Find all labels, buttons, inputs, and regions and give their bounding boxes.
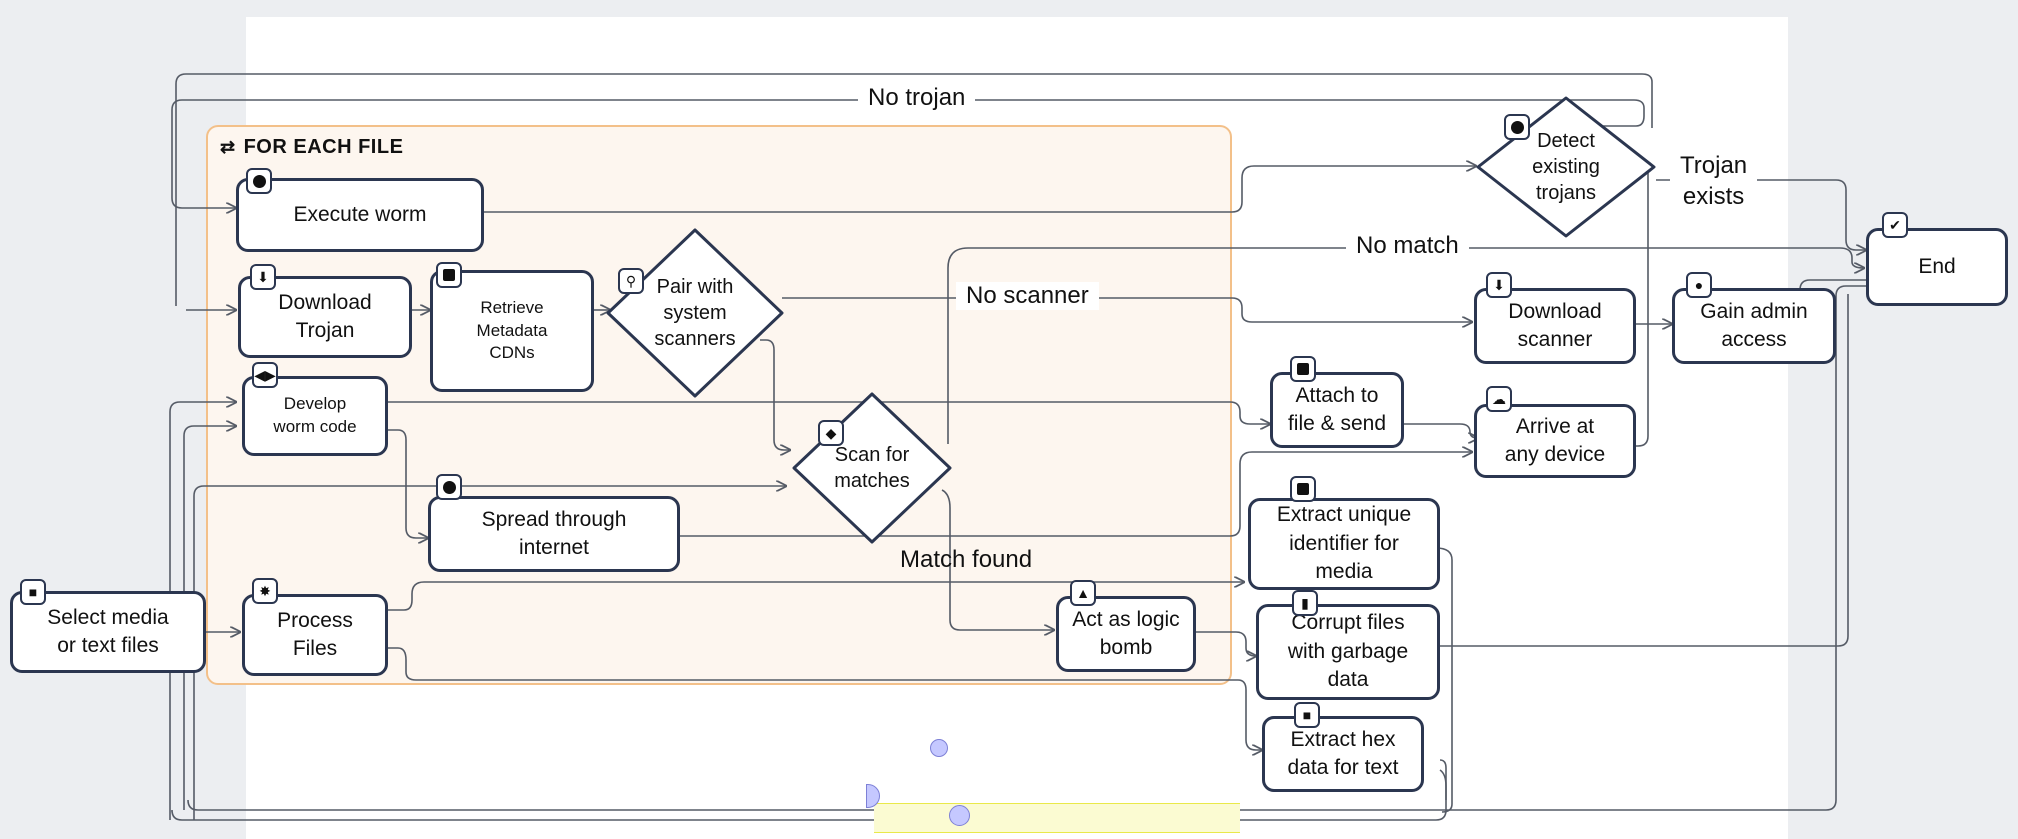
node-corrupt-files-label: Corrupt files with garbage data — [1287, 611, 1409, 692]
node-corrupt-files[interactable]: Corrupt files with garbage data — [1256, 604, 1440, 700]
decision-scan-matches[interactable]: Scan for matches — [792, 392, 952, 544]
trash-icon: ▮ — [1292, 590, 1318, 616]
document-icon: ■ — [20, 579, 46, 605]
decision-detect-trojans-label: Detect existing trojans — [1532, 130, 1600, 204]
node-extract-identifier-label: Extract unique identifier for media — [1276, 503, 1412, 584]
node-process-files[interactable]: Process Files — [242, 594, 388, 676]
node-gain-admin[interactable]: Gain admin access — [1672, 288, 1836, 364]
loop-label: ⇄ FOR EACH FILE — [220, 136, 403, 159]
edge-label-no-match: No match — [1346, 232, 1469, 260]
drag-handle[interactable] — [930, 739, 948, 757]
node-download-scanner-label: Download scanner — [1508, 299, 1602, 351]
node-end-label: End — [1918, 254, 1956, 278]
node-download-scanner[interactable]: Download scanner — [1474, 288, 1636, 364]
decision-detect-trojans[interactable]: Detect existing trojans — [1476, 96, 1656, 238]
selection-highlight — [874, 803, 1240, 833]
database-icon — [436, 262, 462, 288]
warning-icon: ▲ — [1070, 580, 1096, 606]
globe-icon — [436, 474, 462, 500]
edge-label-match-found: Match found — [900, 546, 1033, 573]
drag-handle[interactable] — [949, 805, 970, 826]
shield-icon: ◆ — [818, 420, 844, 446]
node-arrive-device[interactable]: Arrive at any device — [1474, 404, 1636, 478]
node-gain-admin-label: Gain admin access — [1700, 299, 1808, 351]
node-execute-worm-label: Execute worm — [293, 202, 427, 226]
circle-icon — [246, 168, 272, 194]
circle-icon — [1504, 114, 1530, 140]
node-attach-send-label: Attach to file & send — [1287, 383, 1387, 435]
node-act-logic-bomb-label: Act as logic bomb — [1072, 607, 1180, 659]
gear-icon: ✸ — [252, 578, 278, 604]
square-icon — [1290, 476, 1316, 502]
node-end[interactable]: End — [1866, 228, 2008, 306]
node-spread-internet[interactable]: Spread through internet — [428, 496, 680, 572]
decision-pair-scanners[interactable]: Pair with system scanners — [606, 228, 784, 398]
node-extract-identifier[interactable]: Extract unique identifier for media — [1248, 498, 1440, 590]
node-develop-worm-label: Develop worm code — [273, 394, 357, 436]
check-icon: ✔ — [1882, 212, 1908, 238]
square-icon — [1290, 356, 1316, 382]
edge-label-no-scanner: No scanner — [956, 282, 1099, 310]
node-select-media[interactable]: Select media or text files — [10, 591, 206, 673]
loop-icon: ⇄ — [220, 137, 236, 157]
edge-label-trojan-exists: Trojan exists — [1670, 150, 1758, 213]
node-extract-hex[interactable]: Extract hex data for text — [1262, 716, 1424, 792]
node-retrieve-metadata-label: Retrieve Metadata CDNs — [476, 297, 548, 363]
decision-pair-scanners-label: Pair with system scanners — [654, 276, 736, 350]
search-icon: ⚲ — [618, 268, 644, 294]
node-attach-send[interactable]: Attach to file & send — [1270, 372, 1404, 448]
loop-title: FOR EACH FILE — [243, 136, 404, 158]
code-icon: ◀▶ — [252, 362, 278, 388]
cloud-icon: ☁ — [1486, 386, 1512, 412]
node-extract-hex-label: Extract hex data for text — [1287, 727, 1399, 779]
edge-label-no-trojan: No trojan — [858, 84, 976, 112]
node-download-trojan-label: Download Trojan — [278, 290, 372, 342]
download-icon: ⬇ — [250, 264, 276, 290]
node-act-logic-bomb[interactable]: Act as logic bomb — [1056, 596, 1196, 672]
node-retrieve-metadata[interactable]: Retrieve Metadata CDNs — [430, 270, 594, 392]
node-spread-internet-label: Spread through internet — [481, 507, 627, 559]
node-arrive-device-label: Arrive at any device — [1504, 414, 1606, 466]
node-select-media-label: Select media or text files — [47, 605, 169, 657]
node-develop-worm[interactable]: Develop worm code — [242, 376, 388, 456]
user-icon: ● — [1686, 272, 1712, 298]
node-execute-worm[interactable]: Execute worm — [236, 178, 484, 252]
file-icon: ■ — [1294, 702, 1320, 728]
decision-scan-matches-label: Scan for matches — [834, 444, 910, 492]
download-icon: ⬇ — [1486, 272, 1512, 298]
node-process-files-label: Process Files — [277, 608, 353, 660]
